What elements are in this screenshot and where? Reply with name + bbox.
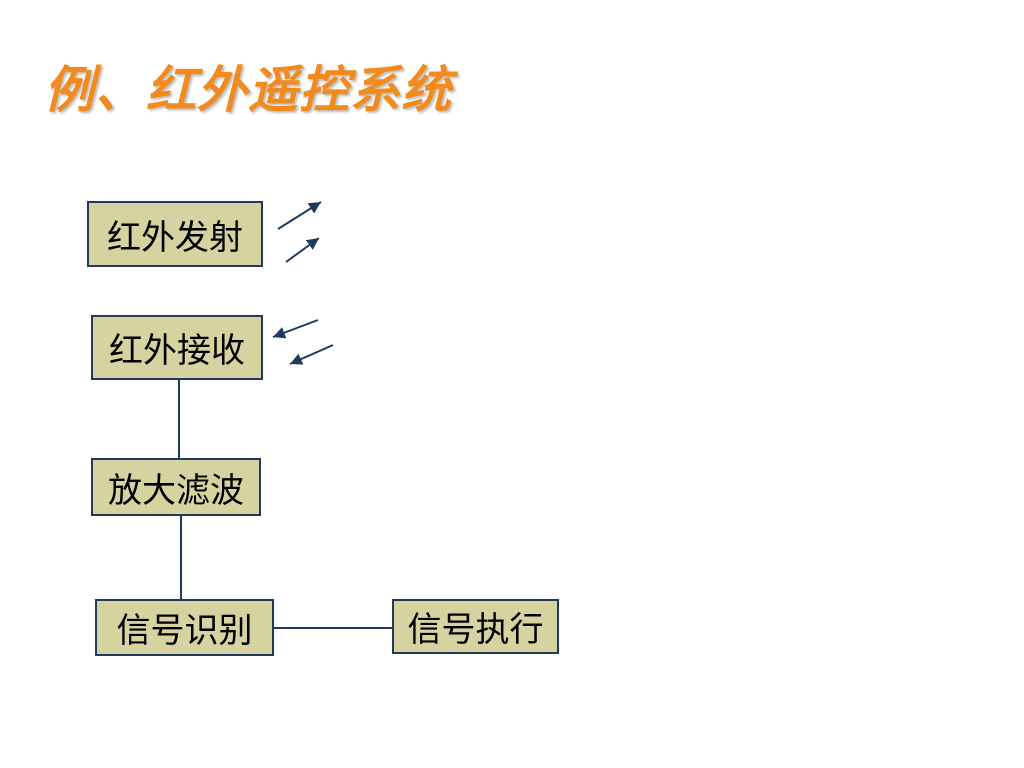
- incoming-arrows-icon: [272, 319, 334, 365]
- slide-title: 例、红外遥控系统: [44, 60, 452, 119]
- signal-identify-block: 信号识别: [95, 599, 274, 656]
- receive-ray-1: [272, 319, 319, 339]
- emit-ray-1: [277, 201, 322, 230]
- ir-emit-block: 红外发射: [87, 201, 263, 267]
- receive-ray-2: [289, 344, 334, 365]
- emit-ray-2: [285, 237, 320, 263]
- outgoing-arrows-icon: [277, 201, 322, 263]
- signal-execute-block: 信号执行: [392, 599, 559, 654]
- ir-receive-block: 红外接收: [91, 315, 263, 380]
- amplify-filter-block: 放大滤波: [91, 458, 261, 516]
